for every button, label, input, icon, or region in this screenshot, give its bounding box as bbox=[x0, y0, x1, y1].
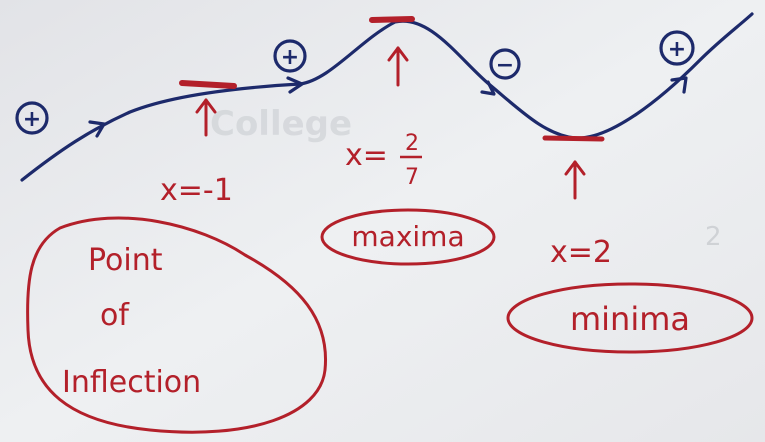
sign-marker-2: + bbox=[273, 39, 307, 73]
maxima-note: maxima bbox=[320, 208, 496, 266]
svg-text:+: + bbox=[668, 37, 686, 62]
tangent-mark-2 bbox=[369, 16, 415, 23]
curve-arrow-2 bbox=[286, 76, 304, 94]
faint-board-digit: 2 bbox=[705, 222, 722, 252]
tangent-mark-3 bbox=[542, 135, 605, 142]
sign-marker-1: + bbox=[15, 101, 49, 135]
svg-text:of: of bbox=[100, 298, 130, 333]
pointer-arrow-3 bbox=[564, 160, 586, 200]
curve-arrow-1 bbox=[88, 120, 106, 138]
svg-text:2: 2 bbox=[405, 131, 419, 156]
pointer-arrow-1 bbox=[195, 98, 217, 137]
pointer-arrow-2 bbox=[387, 46, 409, 87]
svg-text:Inflection: Inflection bbox=[62, 365, 201, 400]
faint-board-text: College bbox=[210, 104, 352, 144]
sign-marker-3: − bbox=[489, 48, 521, 80]
svg-text:−: − bbox=[496, 53, 514, 78]
svg-text:7: 7 bbox=[405, 165, 419, 190]
svg-text:+: + bbox=[23, 107, 41, 132]
svg-text:+: + bbox=[281, 45, 299, 70]
x-value-label-1: x=-1 bbox=[160, 173, 233, 208]
svg-text:x=: x= bbox=[345, 138, 388, 173]
sign-marker-4: + bbox=[659, 30, 695, 66]
svg-text:minima: minima bbox=[570, 300, 690, 338]
inflection-note: Point of Inflection bbox=[26, 216, 328, 434]
tangent-mark-1 bbox=[179, 80, 237, 89]
curve-arrow-4 bbox=[670, 76, 688, 94]
minima-note: minima bbox=[506, 282, 754, 354]
curve-arrow-3 bbox=[480, 80, 496, 96]
svg-text:Point: Point bbox=[88, 243, 163, 278]
x-value-label-3: x=2 bbox=[550, 235, 612, 270]
function-curve bbox=[20, 12, 754, 182]
svg-text:maxima: maxima bbox=[351, 220, 464, 253]
x-value-label-2: x= 2 7 bbox=[345, 131, 422, 190]
